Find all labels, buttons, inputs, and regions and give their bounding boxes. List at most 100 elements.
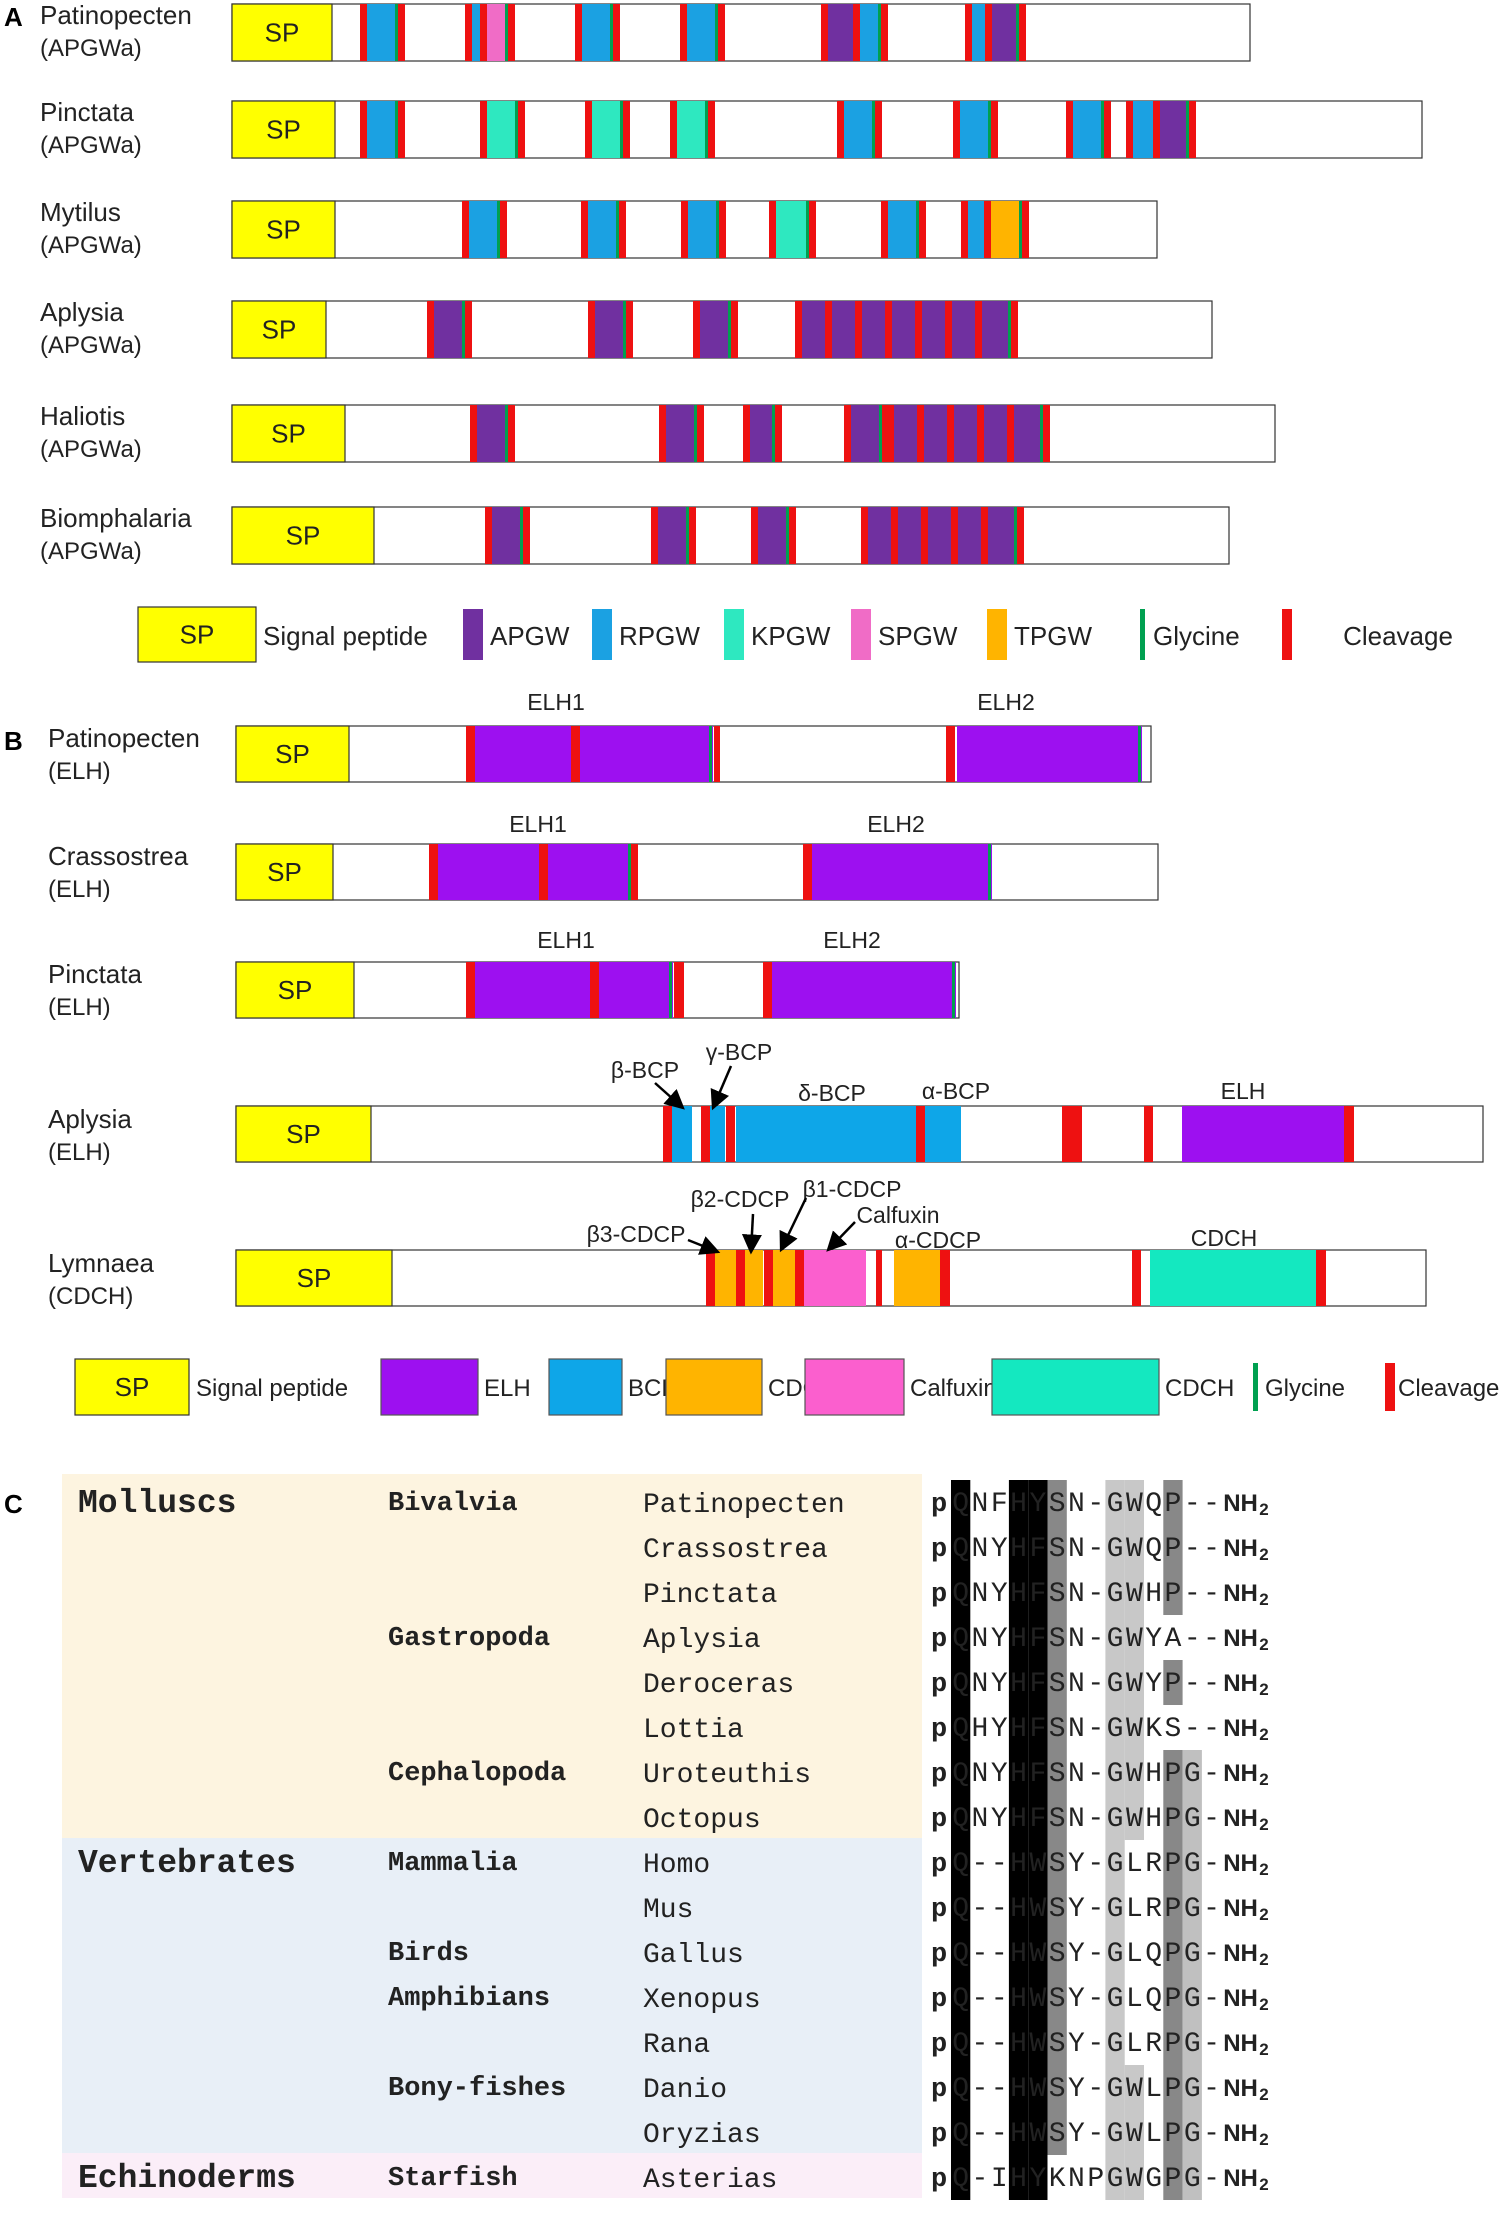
amide-subscript: 2 xyxy=(1259,1770,1268,1789)
residue: - xyxy=(991,2029,1008,2060)
residue: - xyxy=(1184,1714,1201,1745)
glycine-marker xyxy=(620,101,623,158)
class-name: Bivalvia xyxy=(388,1489,518,1519)
residue: K xyxy=(1049,2164,1066,2195)
cleavage-site xyxy=(480,4,487,61)
residue-shade xyxy=(951,2065,971,2110)
amide-subscript: 2 xyxy=(1259,1635,1268,1654)
cleavage-site xyxy=(1153,101,1160,158)
amide-label: NH xyxy=(1223,1760,1258,1787)
motif-rpgw xyxy=(860,4,878,61)
residue: N xyxy=(972,1804,989,1835)
cleavage-site xyxy=(821,4,828,61)
residue: N xyxy=(1068,1534,1085,1565)
residue: W xyxy=(1029,2074,1046,2105)
residue: - xyxy=(991,1984,1008,2015)
signal-peptide-label: SP xyxy=(278,975,313,1005)
domain-label: ELH xyxy=(1221,1078,1266,1104)
glycine-marker xyxy=(462,301,465,358)
residue: S xyxy=(1049,1759,1066,1790)
residue-shade xyxy=(1008,2020,1029,2065)
residue: Y xyxy=(1068,2029,1085,2060)
residue: - xyxy=(1203,2119,1220,2150)
species-name: Pinctata xyxy=(643,1580,777,1611)
cleavage-site xyxy=(575,4,582,61)
class-name: Cephalopoda xyxy=(388,1759,566,1789)
residue: S xyxy=(1165,1714,1182,1745)
residue: F xyxy=(1029,1804,1046,1835)
residue-shade xyxy=(1163,2020,1183,2065)
residue: G xyxy=(1107,2164,1124,2195)
motif-apgw xyxy=(892,301,918,358)
glycine-marker xyxy=(728,301,731,358)
residue: - xyxy=(1087,2119,1104,2150)
residue: Q xyxy=(952,2074,969,2105)
glycine-marker xyxy=(716,201,719,258)
residue-shade xyxy=(1124,1795,1144,1840)
glycine-marker xyxy=(879,405,882,462)
species-name: Crassostrea xyxy=(48,841,189,871)
domain-label: Calfuxin xyxy=(856,1202,939,1228)
signal-peptide-box xyxy=(231,404,346,463)
cleavage-site xyxy=(1011,301,1018,358)
residue-shade xyxy=(1047,1930,1067,1975)
cleavage-site xyxy=(887,405,894,462)
cleavage-site xyxy=(626,301,633,358)
motif-apgw xyxy=(700,301,728,358)
residue: - xyxy=(1087,1894,1104,1925)
elh-precursor-row: Crassostrea(ELH)SP xyxy=(48,841,1159,903)
motif-apgw xyxy=(828,4,856,61)
residue: W xyxy=(1126,1804,1143,1835)
domain-bcp xyxy=(736,1106,916,1162)
species-name: Rana xyxy=(643,2030,710,2061)
amide-label: NH xyxy=(1223,1580,1258,1607)
motif-rpgw xyxy=(469,201,497,258)
residue: I xyxy=(991,2164,1008,2195)
residue: - xyxy=(1203,1939,1220,1970)
legend-label: TPGW xyxy=(1014,621,1092,651)
residue: - xyxy=(1087,1624,1104,1655)
residue-shade xyxy=(1008,1750,1029,1795)
residue: Y xyxy=(1029,2164,1046,2195)
amide-subscript: 2 xyxy=(1259,1590,1268,1609)
apgw-precursor-row: Patinopecten(APGWa)SP xyxy=(40,0,1251,62)
cleavage-site xyxy=(508,4,515,61)
precursor-bar xyxy=(231,506,1230,565)
cleavage-site xyxy=(465,4,472,61)
residue-shade xyxy=(951,1480,971,1525)
residue-shade xyxy=(1105,2110,1125,2155)
residue: - xyxy=(1203,1489,1220,1520)
precursor-type: (CDCH) xyxy=(48,1283,133,1310)
domain-elh xyxy=(772,962,956,1018)
motif-apgw xyxy=(434,301,462,358)
signal-peptide-label: SP xyxy=(286,521,321,551)
cleavage-site xyxy=(680,4,687,61)
residue-shade xyxy=(951,1795,971,1840)
pointer-arrow xyxy=(741,1213,762,1255)
cleavage-site xyxy=(1126,101,1133,158)
legend-label: Cleavage xyxy=(1343,621,1453,651)
residue: L xyxy=(1126,2029,1143,2060)
cleavage-site xyxy=(809,201,816,258)
signal-peptide-label: SP xyxy=(265,18,300,48)
residue-shade xyxy=(1047,2110,1067,2155)
residue: - xyxy=(1087,2029,1104,2060)
residue-shade xyxy=(1124,2155,1144,2200)
signal-peptide-label: SP xyxy=(266,115,301,145)
apgw-precursor-row: Pinctata(APGWa)SP xyxy=(40,97,1423,159)
domain-label: CDCH xyxy=(1191,1225,1257,1251)
glycine-marker xyxy=(520,507,523,564)
residue: N xyxy=(972,1534,989,1565)
cleavage-site xyxy=(500,201,507,258)
residue: Y xyxy=(1068,2074,1085,2105)
residue: H xyxy=(1010,1669,1027,1700)
residue-shade xyxy=(1182,2155,1202,2200)
glycine-marker xyxy=(916,201,919,258)
legend-label: APGW xyxy=(490,621,570,651)
cleavage-site xyxy=(697,405,704,462)
residue: G xyxy=(1184,1759,1201,1790)
